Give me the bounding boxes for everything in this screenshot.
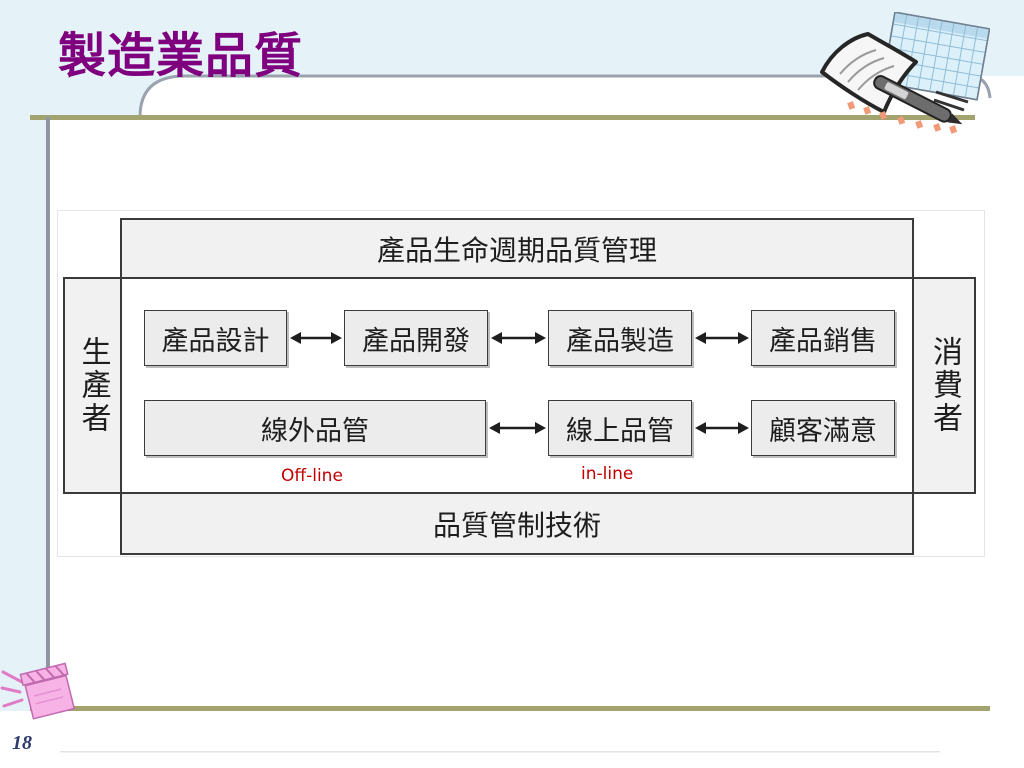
offline-annotation: Off-line xyxy=(281,466,343,486)
footer-thin-rule xyxy=(60,751,940,753)
product-design-label: 產品設計 xyxy=(161,325,270,357)
quality-control-technology-label: 品質管制技術 xyxy=(432,508,601,542)
clapperboard-icon xyxy=(0,662,76,720)
left-rule xyxy=(46,117,50,709)
product-development-box: 產品開發 xyxy=(344,310,488,366)
offline-qc-label: 線外品管 xyxy=(261,415,369,447)
page-number: 18 xyxy=(12,732,32,754)
inline-qc-label: 線上品管 xyxy=(566,415,674,447)
consumer-label: 消費者 xyxy=(927,336,962,435)
product-sales-label: 產品銷售 xyxy=(769,325,877,357)
lifecycle-quality-management-box: 產品生命週期品質管理 xyxy=(120,218,914,279)
header-rule xyxy=(30,115,975,120)
producer-label: 生產者 xyxy=(75,336,111,435)
product-sales-box: 產品銷售 xyxy=(751,310,895,366)
producer-box: 生產者 xyxy=(63,277,122,494)
product-design-box: 產品設計 xyxy=(144,310,287,366)
inline-annotation: in-line xyxy=(581,464,634,484)
consumer-box: 消費者 xyxy=(912,277,976,494)
footer-rule xyxy=(30,706,990,711)
header-curve-line xyxy=(138,74,992,118)
lifecycle-quality-management-label: 產品生命週期品質管理 xyxy=(376,233,657,267)
customer-satisfaction-box: 顧客滿意 xyxy=(751,400,895,456)
inline-qc-box: 線上品管 xyxy=(548,400,692,456)
offline-qc-box: 線外品管 xyxy=(144,400,486,456)
notebook-pen-icon xyxy=(820,12,990,134)
quality-control-technology-box: 品質管制技術 xyxy=(120,492,914,555)
customer-satisfaction-label: 顧客滿意 xyxy=(769,415,877,447)
product-development-label: 產品開發 xyxy=(362,325,470,357)
product-manufacturing-box: 產品製造 xyxy=(548,310,692,366)
slide-title: 製造業品質 xyxy=(58,28,304,84)
product-manufacturing-label: 產品製造 xyxy=(566,325,674,357)
